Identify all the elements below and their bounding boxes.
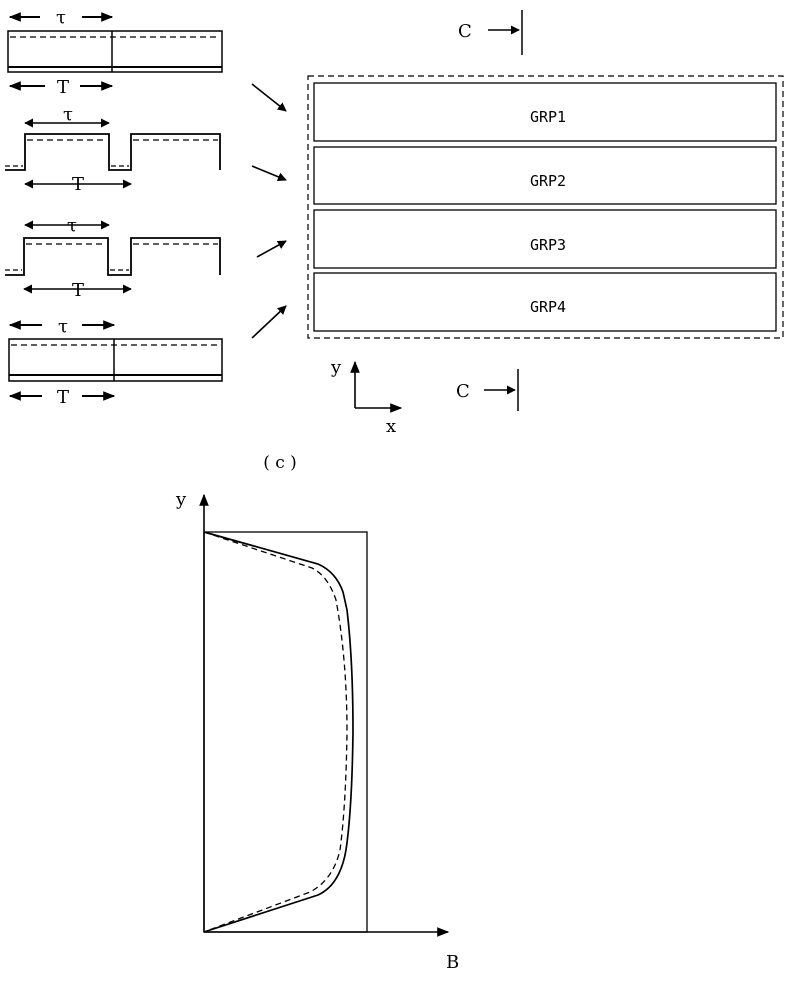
group-grp1: GRP1 (314, 83, 776, 141)
field-profile-graph: y B (175, 489, 459, 973)
group-label: GRP2 (530, 172, 566, 190)
pulse-diagram-4: τ T (9, 316, 222, 408)
tau-label: τ (56, 7, 66, 28)
dashed-profile-curve (204, 532, 347, 932)
group-label: GRP3 (530, 236, 566, 254)
group-grp4: GRP4 (314, 273, 776, 331)
pointer-arrow-2 (252, 166, 286, 180)
section-mark-label: C (458, 21, 472, 42)
graph-y-label: y (175, 489, 187, 510)
group-label: GRP4 (530, 298, 566, 316)
group-grp3: GRP3 (314, 210, 776, 268)
section-mark-label: C (456, 381, 470, 402)
xy-axes: y x (330, 357, 401, 437)
x-axis-label: x (386, 416, 396, 437)
pulse-diagram-2: τ T (5, 104, 220, 195)
pointer-arrows (252, 84, 286, 338)
section-mark-bottom: C (456, 369, 518, 411)
group-label: GRP1 (530, 108, 566, 126)
figure-label: ( c ) (263, 453, 297, 473)
period-label: T (57, 387, 69, 408)
graph-x-label: B (446, 952, 459, 973)
tau-label: τ (63, 104, 73, 125)
tau-label: τ (67, 215, 77, 236)
pointer-arrow-4 (252, 306, 286, 338)
pointer-arrow-1 (252, 84, 286, 111)
y-axis-label: y (330, 357, 342, 378)
pointer-arrow-3 (257, 241, 286, 257)
group-panel: GRP1 GRP2 GRP3 GRP4 (308, 76, 783, 338)
period-label: T (72, 174, 84, 195)
tau-label: τ (58, 316, 68, 337)
pulse-diagram-3: τ T (5, 215, 220, 301)
pulse-diagram-1: τ T (8, 7, 222, 98)
section-mark-top: C (458, 10, 522, 55)
period-label: T (57, 77, 69, 98)
solid-profile-curve (204, 532, 353, 932)
period-label: T (72, 280, 84, 301)
group-grp2: GRP2 (314, 147, 776, 204)
